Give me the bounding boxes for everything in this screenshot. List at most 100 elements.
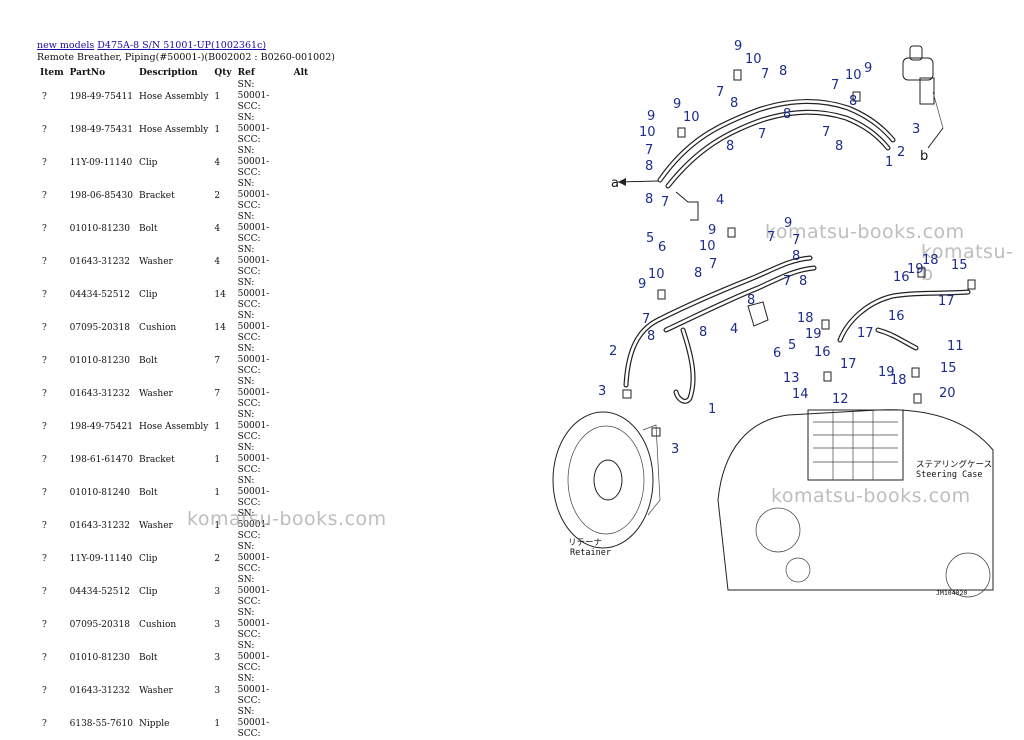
cell-ref: SN: 50001-SCC: [237,278,270,310]
cell-part: 198-61-61470 [69,454,133,465]
callout-number: 8 [645,192,653,207]
cell-part: 01010-81230 [69,223,130,234]
callout-number: 9 [673,97,681,112]
callout-number: 9 [734,39,742,54]
callout-number: 9 [647,109,655,124]
cell-qty: 14 [214,322,226,333]
cell-desc: Bracket [138,454,175,465]
callout-number: 15 [940,361,957,376]
callout-number: 3 [598,384,606,399]
callout-number: 9 [708,223,716,238]
cell-ref: SN: 50001-SCC: [237,641,270,673]
callout-number: 9 [864,61,872,76]
callout-number: 17 [938,294,955,309]
cell-part: 11Y-09-11140 [69,553,133,564]
callout-number: 3 [671,442,679,457]
cell-ref: SN: 50001-SCC: [237,311,270,343]
callout-number: 15 [951,258,968,273]
cell-qty: 1 [214,91,221,102]
cell-desc: Bolt [138,487,158,498]
cell-part: 198-49-75431 [69,124,133,135]
callout-number: 8 [747,293,755,308]
cell-alt [291,113,312,146]
callout-number: 5 [646,231,654,246]
cell-item: ? [42,553,47,564]
cell-item: ? [42,190,47,201]
breadcrumb-link-model[interactable]: D475A-8 S/N 51001-UP(1002361c) [97,40,267,51]
cell-alt [291,377,312,410]
breadcrumb: new models D475A-8 S/N 51001-UP(1002361c… [37,40,337,52]
callout-number: 7 [716,85,724,100]
breadcrumb-link-new-models[interactable]: new models [37,40,95,51]
callout-number: 10 [745,52,762,67]
callout-number: 16 [893,270,910,285]
callout-number: 7 [709,257,717,272]
cell-ref: SN: 50001-SCC: [237,476,270,508]
piping-illustration: a b リテーナ Retai [552,39,994,598]
callout-number: 10 [845,68,862,83]
cell-desc: Bolt [138,355,158,366]
cell-ref: SN: 50001-SCC: [237,80,270,112]
cell-desc: Hose Assembly [138,124,209,135]
cell-ref: SN: 50001-SCC: [237,146,270,178]
callout-number: 13 [783,371,800,386]
cell-desc: Clip [138,289,158,300]
callout-number: 7 [822,125,830,140]
cell-part: 01010-81230 [69,355,130,366]
callout-number: 12 [832,392,849,407]
col-header-qty: Qty [214,68,232,78]
callout-number: 7 [783,274,791,289]
col-header-description: Description [138,68,198,78]
cell-part: 01643-31232 [69,685,130,696]
cell-ref: SN: 50001-SCC: [237,212,270,244]
cell-qty: 1 [214,520,221,531]
cell-qty: 3 [214,652,221,663]
col-header-item: Item [40,68,64,78]
watermark: komatsu-books.com [771,485,971,507]
cell-alt [291,212,312,245]
cell-qty: 1 [214,718,221,729]
cell-part: 07095-20318 [69,322,130,333]
cell-item: ? [42,619,47,630]
callout-number: 14 [792,387,809,402]
callout-number: 7 [645,143,653,158]
cell-item: ? [42,256,47,267]
cell-ref: SN: 50001-SCC: [237,113,270,145]
callout-number: 9 [784,216,792,231]
cell-ref: SN: 50001-SCC: [237,707,270,739]
cell-item: ? [42,124,47,135]
callout-number: 10 [699,239,716,254]
cell-desc: Cushion [138,619,177,630]
cell-desc: Bolt [138,652,158,663]
callout-number: 9 [638,277,646,292]
cell-alt [291,278,312,311]
cell-alt [291,245,312,278]
drawing-number: JM104020 [936,589,967,597]
cell-item: ? [42,685,47,696]
callout-number: 8 [799,274,807,289]
parts-diagram: a b リテーナ Retai [548,30,1024,610]
steering-label-jp: ステアリングケース [916,459,992,470]
cell-alt [291,80,312,113]
col-header-alt: Alt [293,68,309,78]
cell-ref: SN: 50001-SCC: [237,245,270,277]
cell-item: ? [42,421,47,432]
callout-number: 8 [645,159,653,174]
callout-number: 6 [658,240,666,255]
cell-ref: SN: 50001-SCC: [237,674,270,706]
cell-qty: 4 [214,256,221,267]
cell-item: ? [42,718,47,729]
cell-ref: SN: 50001-SCC: [237,509,270,541]
callout-number: 17 [840,357,857,372]
cell-ref: SN: 50001-SCC: [237,608,270,640]
cell-qty: 4 [214,157,221,168]
callout-number: 7 [792,233,800,248]
